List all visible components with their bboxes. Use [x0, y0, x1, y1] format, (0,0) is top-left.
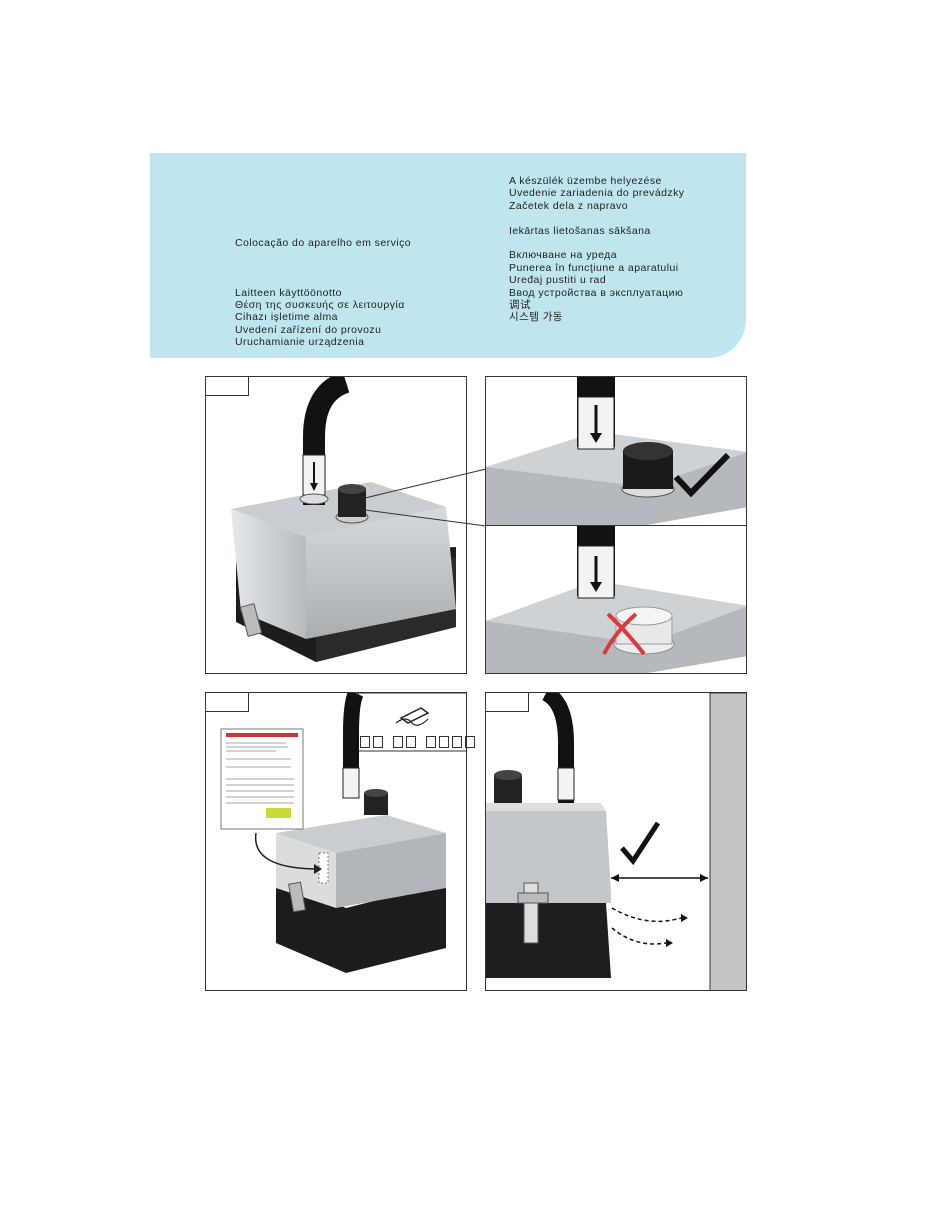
checkmark-icon: [673, 452, 731, 498]
banner-title-line: Ввод устройства в эксплуатацию: [509, 286, 684, 299]
pen-writing-icon: [399, 707, 430, 724]
banner-title-line: 시스템 가동: [509, 311, 563, 324]
figure-number-tag: [206, 693, 249, 712]
banner-title-line: Iekārtas lietošanas sākšana: [509, 224, 651, 237]
banner-title-line: Включване на уреда: [509, 249, 618, 262]
figure-number-tag: [206, 377, 249, 396]
banner-title-line: A készülék üzembe helyezése: [509, 175, 662, 187]
figure-filter-label: [205, 692, 467, 991]
banner-title-line: 调试: [509, 298, 531, 311]
figure-knob-correct: [485, 376, 747, 526]
airflow-arrows-icon: [611, 907, 682, 923]
banner-title-line: Uruchamianie urządzenia: [235, 336, 365, 349]
wall: [709, 693, 746, 990]
banner-title-line: Θέση της συσκευής σε λειτουργία: [235, 298, 405, 311]
figure-number-tag: [486, 693, 529, 712]
figure-wall-clearance: [485, 692, 747, 991]
banner-title-line: Colocação do aparelho em serviço: [235, 236, 412, 249]
banner-title-line: Cihazı işletime alma: [235, 311, 338, 324]
date-entry-boxes: [360, 736, 475, 748]
checkmark-icon: [620, 821, 661, 866]
banner-title-line: Začetek dela z napravo: [509, 199, 629, 212]
figure-device-overview: [205, 376, 467, 674]
banner-title-line: Uvedení zařízení do provozu: [235, 323, 382, 336]
extraction-hose: [303, 377, 350, 505]
cross-icon: [606, 612, 646, 656]
banner-title-line: Punerea în funcţiune a aparatului: [509, 261, 679, 274]
figure-knob-wrong: [485, 525, 747, 674]
title-banner: [150, 153, 746, 358]
banner-title-line: Uvedenie zariadenia do prevádzky: [509, 187, 685, 200]
banner-title-line: Uređaj pustiti u rad: [509, 274, 607, 287]
banner-title-line: Laitteen käyttöönotto: [235, 286, 342, 299]
